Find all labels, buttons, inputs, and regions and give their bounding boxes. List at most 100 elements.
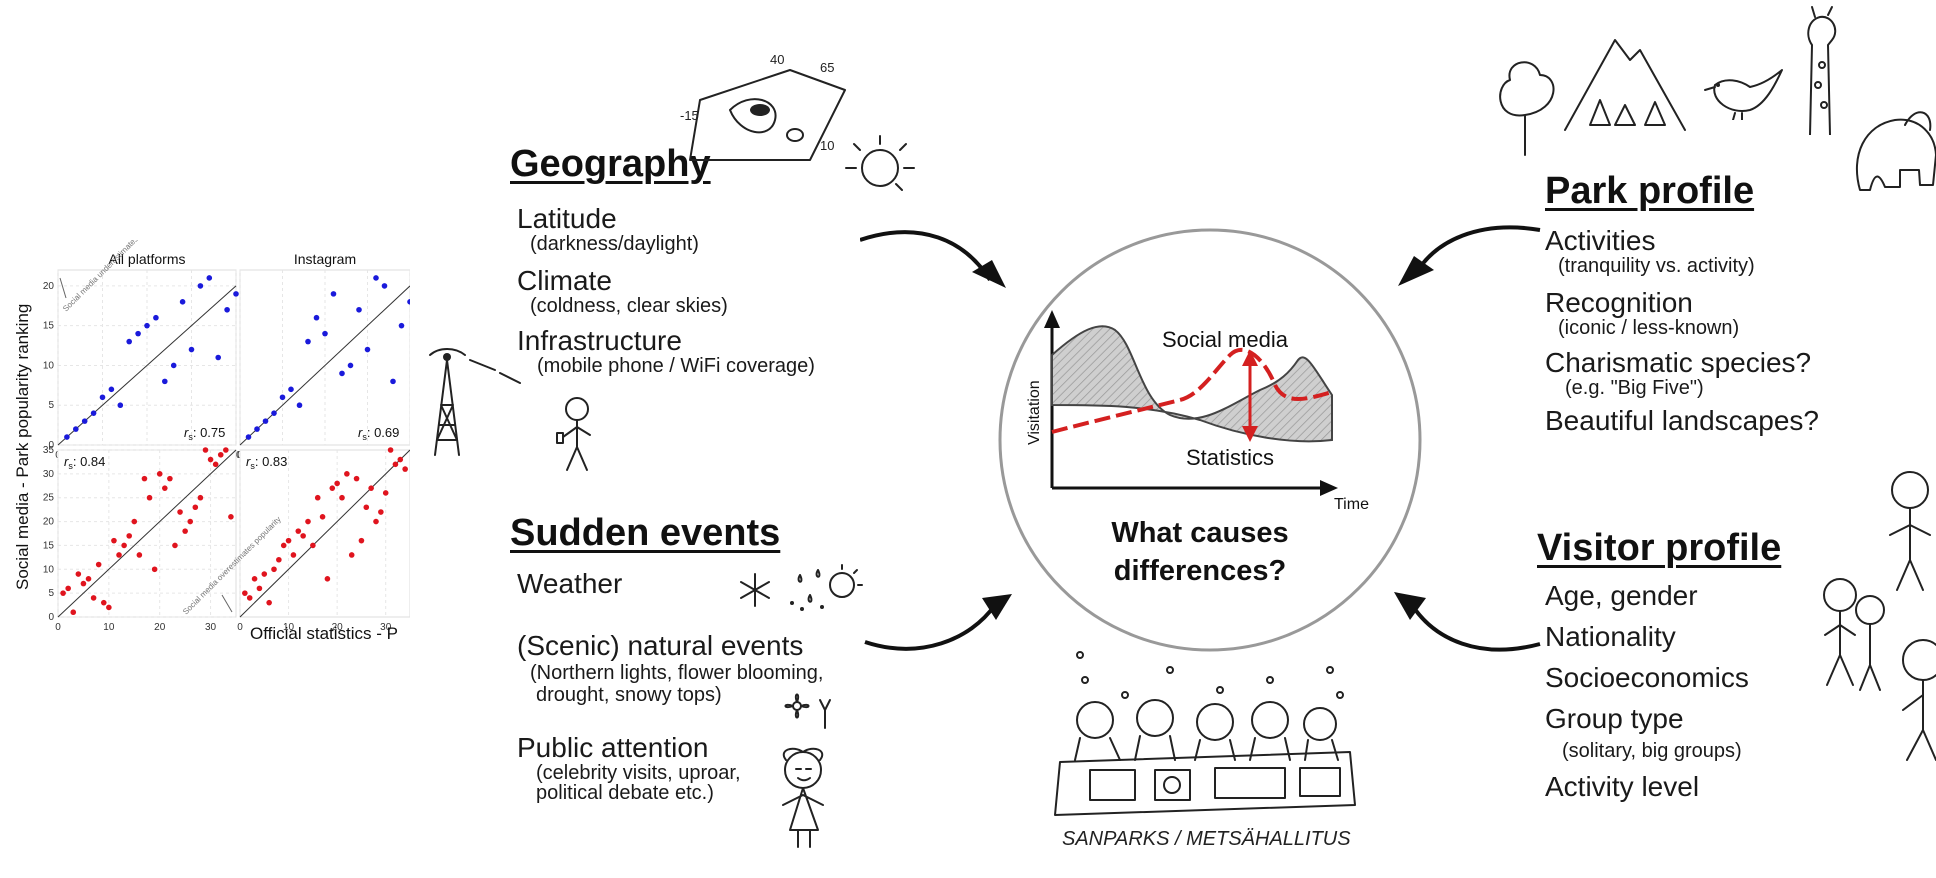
scatter-point (172, 542, 178, 549)
difference-arrow-bottom (1242, 426, 1258, 442)
center-diagram: Social media Statistics Visitation Time … (998, 228, 1422, 652)
geography-item-infrastructure: Infrastructure (517, 325, 682, 356)
scatter-point (382, 490, 389, 496)
scatter-point (285, 537, 292, 544)
scatter-point (271, 410, 277, 416)
scatter-point (146, 494, 153, 501)
scatter-point (121, 542, 127, 549)
sudden-sub-public-2: political debate etc.) (536, 782, 714, 804)
visitation-label: Visitation (1026, 380, 1043, 445)
x-axis-label: Official statistics - P (250, 624, 398, 643)
scatter-point (167, 475, 173, 482)
scatter-point (398, 322, 405, 329)
park-item-landscapes: Beautiful landscapes? (1545, 405, 1819, 436)
sudden-sub-public-1: (celebrity visits, uproar, (536, 762, 741, 784)
subplot-title: All platforms (108, 251, 185, 267)
scatter-point (313, 314, 320, 321)
scatter-point (339, 494, 345, 501)
scatter-point (217, 451, 224, 458)
scatter-point (296, 402, 303, 409)
statistics-label: Statistics (1186, 445, 1274, 470)
scatter-point (73, 426, 79, 432)
scatter-point (126, 338, 132, 345)
mountain-icon (1564, 39, 1686, 131)
rs-annotation: rs: 0.84 (64, 454, 105, 471)
sudden-sub-natural-2: drought, snowy tops) (536, 684, 722, 706)
connector-arrows (860, 225, 1541, 652)
rain-cloud-icon (790, 564, 863, 611)
sudden-item-natural: (Scenic) natural events (517, 630, 804, 661)
researchers-table-icon: SANPARKS / METSÄHALLITUS (1054, 651, 1356, 850)
x-tick-label: 20 (154, 622, 166, 633)
scatter-point (233, 291, 239, 297)
arrow-park-head (1398, 256, 1434, 286)
flower-icon (784, 693, 831, 729)
y-axis-arrow (1044, 310, 1060, 328)
scatter-point (188, 346, 195, 353)
scatter-point (373, 518, 379, 525)
y-tick-label: 35 (43, 445, 55, 456)
bird-icon (1704, 69, 1783, 120)
scatter-point (245, 434, 252, 440)
time-label: Time (1334, 496, 1369, 513)
scatter-point (90, 595, 97, 601)
x-tick-label: 10 (103, 622, 115, 633)
scatter-point (81, 418, 88, 424)
scatter-point (182, 528, 188, 534)
park-item-activities: Activities (1545, 225, 1656, 256)
scatter-point (271, 566, 277, 573)
scatter-point (339, 370, 345, 377)
map-sketch-icon: 40 65 -15 10 (680, 52, 846, 161)
y-axis-label: Social media - Park popularity ranking (13, 304, 32, 590)
svg-text:40: 40 (770, 52, 784, 67)
visitor-item-group: Group type (1545, 703, 1684, 734)
scatter-point (80, 580, 87, 587)
park-item-species: Charismatic species? (1545, 347, 1812, 378)
rs-annotation: rs: 0.69 (358, 425, 399, 442)
scatter-point (378, 509, 384, 515)
scatter-point (280, 542, 287, 549)
scatter-point (156, 471, 163, 477)
sudden-item-public: Public attention (517, 732, 709, 763)
scatter-point (407, 299, 410, 305)
sun-icon (845, 135, 915, 191)
x-tick-label: 20 (332, 622, 344, 633)
sudden-item-weather: Weather (517, 568, 623, 599)
scatter-point (224, 306, 230, 313)
x-axis-arrow (1320, 480, 1338, 496)
scatter-point (319, 514, 326, 520)
park-sub-species: (e.g. "Big Five") (1565, 377, 1704, 399)
scatter-point (108, 386, 115, 393)
scatter-point (207, 456, 214, 463)
y-tick-label: 30 (43, 469, 55, 480)
x-tick-label: 0 (237, 622, 243, 633)
scatter-point (397, 456, 404, 463)
x-tick-label: 30 (380, 622, 392, 633)
svg-text:-15: -15 (680, 108, 699, 123)
scatter-point (368, 485, 374, 491)
scatter-point (242, 590, 248, 596)
subplot-title: Instagram (294, 251, 356, 267)
scatter-point (390, 378, 396, 385)
scatter-point (99, 394, 106, 401)
scatter-point (170, 362, 177, 369)
scatter-point (64, 434, 70, 440)
people-group-icon (1823, 471, 1936, 761)
snowflake-icon (740, 573, 770, 607)
y-tick-label: 0 (48, 440, 54, 451)
geography-title: Geography (510, 143, 711, 185)
scatter-point (153, 314, 159, 321)
visitor-item-nationality: Nationality (1545, 621, 1676, 652)
scatter-point (151, 566, 158, 573)
scatter-point (90, 410, 97, 416)
scatter-point (162, 485, 168, 491)
scatter-point (353, 475, 360, 482)
note-arrow (221, 594, 233, 613)
visitor-sub-group: (solitary, big groups) (1562, 740, 1742, 762)
scatter-point (254, 426, 260, 432)
y-tick-label: 20 (43, 281, 55, 292)
center-circle (998, 228, 1422, 652)
y-tick-label: 20 (43, 517, 55, 528)
scatter-point (330, 291, 337, 297)
arrow-sudden-head (982, 594, 1012, 620)
